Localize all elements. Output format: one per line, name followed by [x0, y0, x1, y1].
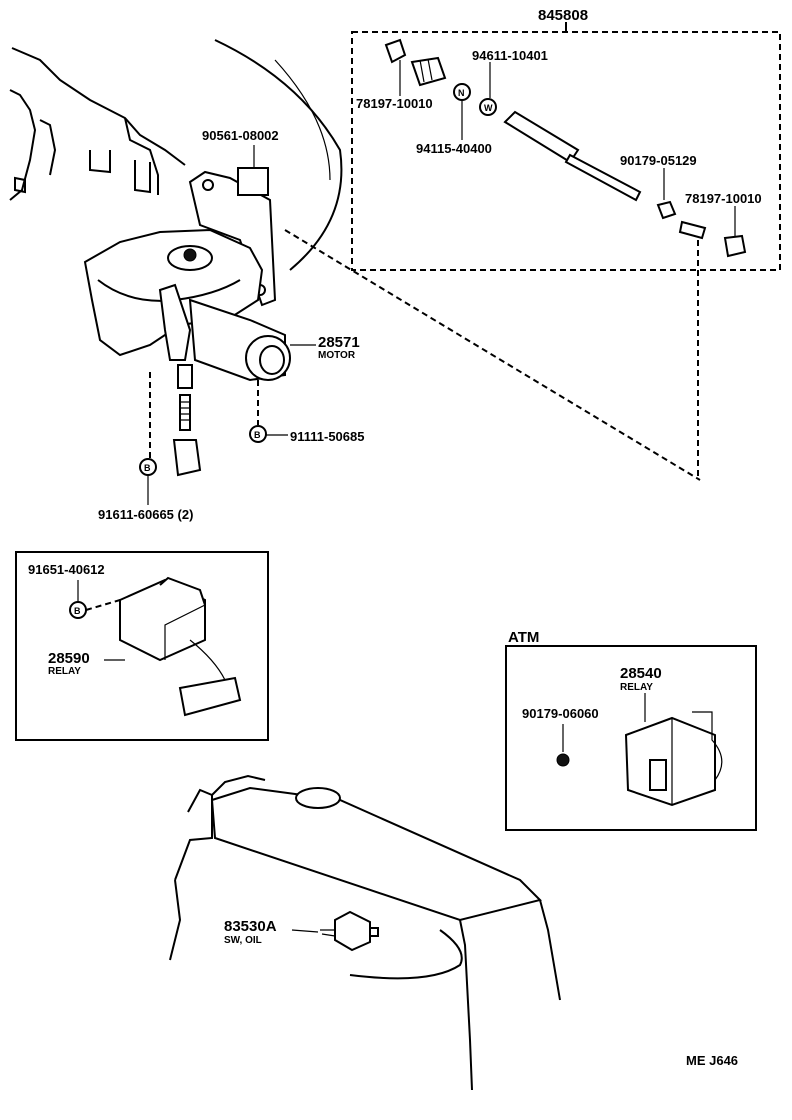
wiper-motor-assembly	[83, 167, 291, 477]
atm-label: ATM	[508, 629, 539, 646]
symbol-b-relay: B	[74, 606, 81, 616]
part-28590-desc: RELAY	[48, 666, 81, 677]
relay-28590-box: 91651-40612 B 28590 RELAY	[15, 551, 269, 741]
part-83530a: 83530A	[224, 918, 277, 935]
engine-lower-outline	[169, 774, 561, 1091]
symbol-n: N	[458, 88, 465, 98]
footer-code: ME J646	[686, 1053, 738, 1068]
part-94611-10401: 94611-10401	[472, 48, 548, 63]
part-83530a-desc: SW, OIL	[224, 935, 262, 946]
part-91611-60665: 91611-60665 (2)	[98, 507, 193, 522]
symbol-b-motor: B	[254, 430, 261, 440]
part-28540-desc: RELAY	[620, 682, 653, 693]
part-28571: 28571	[318, 334, 360, 351]
part-90561-08002: 90561-08002	[202, 128, 279, 143]
part-28571-desc: MOTOR	[318, 350, 356, 361]
part-28590: 28590	[48, 650, 90, 667]
part-94115-40400: 94115-40400	[416, 141, 492, 156]
kit-845808-box: 845808 N W 94611-10401 78197-10010 94115…	[351, 7, 781, 478]
part-90179-06060: 90179-06060	[522, 706, 599, 721]
atm-relay-28540-box: 28540 RELAY 90179-06060	[505, 645, 757, 831]
part-91111-50685: 91111-50685	[290, 429, 364, 444]
kit-number: 845808	[538, 7, 588, 24]
part-28540: 28540	[620, 665, 662, 682]
symbol-b-bolt: B	[144, 463, 151, 473]
oil-switch-83530a: 83530A SW, OIL	[224, 910, 379, 952]
part-78197-10010-right: 78197-10010	[685, 191, 762, 206]
part-78197-10010-left: 78197-10010	[356, 96, 433, 111]
engine-block-outline	[9, 39, 343, 271]
part-91651-40612: 91651-40612	[28, 562, 105, 577]
part-90179-05129: 90179-05129	[620, 153, 697, 168]
symbol-w: W	[484, 103, 493, 113]
